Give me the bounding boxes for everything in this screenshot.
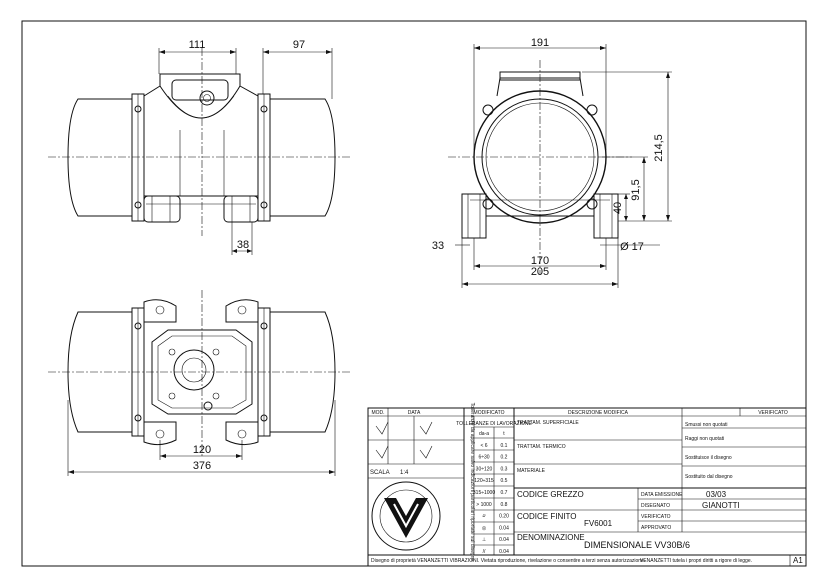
dim-40: 40 bbox=[612, 202, 624, 214]
tolerance-range: > 1000 bbox=[476, 502, 492, 508]
tolerance-range: 315÷1000 bbox=[473, 490, 495, 496]
verificato-label: VERIFICATO bbox=[641, 514, 671, 520]
front-view bbox=[448, 44, 672, 288]
tolerance-value: 0.5 bbox=[501, 478, 508, 484]
denominazione: DENOMINAZIONE bbox=[517, 533, 585, 542]
tolerance-value: 0.2 bbox=[501, 455, 508, 461]
scala-value: 1:4 bbox=[400, 470, 409, 476]
codice-grezzo: CODICE GREZZO bbox=[517, 490, 584, 499]
tolerance-table: da-a t < 6 0.1 6÷30 0.2 30÷120 0.3 120÷315 0.5 315… bbox=[473, 431, 509, 555]
tolerance-range: < 6 bbox=[480, 443, 487, 449]
tolerance-range: ⊥ bbox=[482, 537, 486, 543]
dim-111: 111 bbox=[189, 39, 206, 51]
header-descrizione: DESCRIZIONE MODIFICA bbox=[568, 410, 629, 416]
dim-214-5: 214,5 bbox=[653, 134, 665, 162]
dim-170: 170 bbox=[531, 255, 549, 267]
header-verificato: VERIFICATO bbox=[758, 410, 788, 416]
codice-finito-value: FV6001 bbox=[584, 519, 613, 528]
trattam-termico: TRATTAM. TERMICO bbox=[517, 444, 566, 450]
tolerance-range: 6÷30 bbox=[478, 455, 489, 461]
plan-view bbox=[48, 290, 352, 476]
sheet-border bbox=[21, 20, 807, 567]
tolerance-value: 0.20 bbox=[499, 514, 509, 520]
tolerance-value: 0.3 bbox=[501, 466, 508, 472]
approvato-label: APPROVATO bbox=[641, 525, 671, 531]
tolerance-range: 30÷120 bbox=[476, 466, 493, 472]
tolerance-range: ◎ bbox=[482, 525, 487, 531]
dim-38: 38 bbox=[237, 239, 249, 251]
trattam-superficiale: TRATTAM. SUPERFICIALE bbox=[517, 420, 579, 426]
tolerance-range: 120÷315 bbox=[474, 478, 494, 484]
materiale: MATERIALE bbox=[517, 468, 546, 474]
tolerance-value: 0.1 bbox=[501, 443, 508, 449]
tolleranze-header: TOLLERANZE DI LAVORAZIONE bbox=[456, 421, 532, 427]
disegnato-value: GIANOTTI bbox=[702, 501, 740, 510]
note-smussi: Smussi non quotati bbox=[685, 422, 728, 428]
footer-right: VENANZETTI tutela i propri diritti a rig… bbox=[640, 558, 752, 564]
tolerance-value: 0.04 bbox=[499, 525, 509, 531]
data-emissione-value: 03/03 bbox=[706, 490, 727, 499]
dim-97: 97 bbox=[293, 39, 305, 51]
note-raggi: Raggi non quotati bbox=[685, 436, 724, 442]
dim-205: 205 bbox=[531, 266, 549, 278]
tolerance-value: 0.04 bbox=[499, 537, 509, 543]
denominazione-value: DIMENSIONALE VV30B/6 bbox=[584, 540, 690, 550]
dim-120: 120 bbox=[193, 444, 211, 456]
scala-label: SCALA bbox=[370, 470, 390, 476]
title-block bbox=[367, 407, 807, 567]
disegnato-label: DISEGNATO bbox=[641, 503, 670, 509]
tolerance-range: da-a bbox=[479, 431, 489, 437]
header-data: DATA bbox=[408, 410, 421, 416]
dim-hole-dia: Ø 17 bbox=[620, 241, 644, 253]
sheet-size: A1 bbox=[793, 556, 803, 565]
tolerance-value: t bbox=[503, 431, 505, 437]
header-mod: MOD. bbox=[371, 410, 384, 416]
tolerance-range: ⌭ bbox=[482, 514, 486, 520]
codice-finito: CODICE FINITO bbox=[517, 512, 576, 521]
dim-376: 376 bbox=[193, 460, 211, 472]
dim-91-5: 91,5 bbox=[630, 179, 642, 200]
tolerance-range: // bbox=[483, 549, 486, 555]
dim-33: 33 bbox=[432, 240, 444, 252]
tolerance-value: 0.7 bbox=[501, 490, 508, 496]
tolerance-value: 0.04 bbox=[499, 549, 509, 555]
note-sostituisce: Sostituisce il disegno bbox=[685, 455, 732, 461]
data-emissione-label: DATA EMISSIONE bbox=[641, 492, 683, 498]
vertical-note: Tolleranze da applicare salvo indicazion… bbox=[469, 403, 475, 562]
note-sostituito: Sostituito dal disegno bbox=[685, 474, 733, 480]
side-view bbox=[48, 48, 352, 255]
dim-191: 191 bbox=[531, 37, 549, 49]
tolerance-value: 0.8 bbox=[501, 502, 508, 508]
header-modificato: MODIFICATO bbox=[474, 410, 505, 416]
footer-left: Disegno di proprietà VENANZETTI VIBRAZIO… bbox=[371, 558, 645, 564]
